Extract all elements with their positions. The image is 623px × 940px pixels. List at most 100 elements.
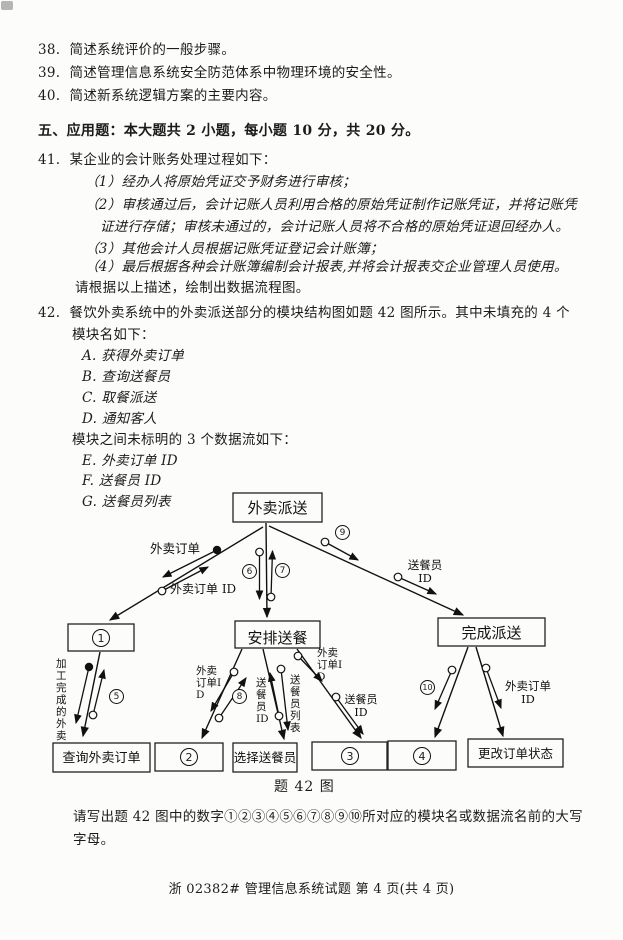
question-41-item2-line2: 证进行存储；审核未通过的，会计记账人员将不合格的原始凭证退回经办人。	[100, 219, 570, 235]
question-41-closing: 请根据以上描述，绘制出数据流程图。	[75, 280, 310, 296]
tail-filled-processed	[84, 662, 94, 672]
call-arrange-to-select	[262, 648, 286, 741]
label-order-id-m3: 外卖订单ID	[317, 647, 343, 684]
label-order-id-m2: 外卖订单ID	[196, 665, 222, 702]
couple-order-id-down-m2	[210, 671, 235, 713]
call-m1-to-query	[80, 651, 101, 738]
label-courier-id-m3: 送餐员 ID	[344, 693, 378, 719]
question-41-item2-line1: （2）审核通过后，会计记账人员利用合格的原始凭证制作记账凭证，并将记账凭	[85, 197, 577, 213]
tail-open-order-id-update	[481, 663, 491, 673]
couple-order-down	[161, 549, 218, 578]
question-41-item3: （3）其他会计人员根据记账凭证登记会计账簿；	[85, 241, 384, 257]
tail-open-courier-id-select	[274, 711, 284, 721]
couple-5-up	[92, 668, 106, 716]
question-41-intro: 41. 某企业的会计账务处理过程如下：	[38, 152, 277, 168]
couple-10-down	[434, 669, 453, 711]
box-root	[232, 492, 323, 523]
question-42-option-e: E. 外卖订单 ID	[82, 453, 178, 469]
flow-8-number: 8	[232, 689, 247, 704]
tail-open-courier-id-m3	[331, 692, 341, 702]
couple-7-up	[268, 549, 277, 598]
box-select-courier-label: 选择送餐员	[234, 750, 297, 765]
figure-caption: 题 42 图	[274, 779, 335, 795]
box-arrange-label: 安排送餐	[247, 629, 307, 647]
call-finish-to-m4	[434, 646, 469, 739]
tail-filled-order	[212, 545, 222, 555]
scan-artifact	[1, 1, 13, 10]
module-4-number: 4	[413, 747, 431, 765]
call-root-to-arrange	[262, 522, 272, 619]
flow-6-number: 6	[242, 564, 257, 579]
question-42-flow-note: 模块之间未标明的 3 个数据流如下：	[72, 432, 298, 448]
label-courier-id-select: 送餐员ID	[256, 677, 269, 726]
tail-open-6	[255, 547, 264, 557]
question-38: 38. 简述系统评价的一般步骤。	[38, 42, 236, 58]
tail-open-order-id	[157, 586, 167, 596]
question-42-option-b: B. 查询送餐员	[82, 369, 171, 385]
box-finish	[437, 617, 546, 647]
couple-order-id-down-m3	[297, 655, 323, 682]
section-five-header: 五、应用题：本大题共 2 小题，每小题 10 分，共 20 分。	[38, 123, 420, 139]
page-footer: 浙 02382# 管理信息系统试题 第 4 页(共 4 页)	[168, 882, 455, 897]
couple-courier-id-up-select	[267, 671, 280, 717]
box-module-2	[154, 742, 224, 772]
question-39: 39. 简述管理信息系统安全防范体系中物理环境的安全性。	[38, 65, 401, 81]
question-42-closing: 请写出题 42 图中的数字①②③④⑤⑥⑦⑧⑨⑩所对应的模块名或数据流名前的大写字…	[73, 809, 583, 848]
tail-open-courier-list	[276, 664, 286, 674]
label-order: 外卖订单	[150, 541, 201, 556]
call-arrange-to-m3	[296, 648, 362, 740]
box-finish-label: 完成派送	[461, 624, 521, 642]
flow-10-number: 10	[420, 680, 435, 695]
couple-courier-id-down-m3	[335, 696, 364, 735]
question-42-intro-line1: 42. 餐饮外卖系统中的外卖派送部分的模块结构图如题 42 图所示。其中未填充的…	[38, 305, 570, 321]
box-module-1	[67, 623, 135, 652]
question-42-option-f: F. 送餐员 ID	[82, 473, 162, 489]
couple-courier-id-down-right	[397, 576, 438, 595]
question-42-option-g: G. 送餐员列表	[82, 494, 171, 510]
box-query-order	[52, 742, 151, 773]
question-42-option-d: D. 通知客人	[82, 411, 158, 427]
question-42-option-a: A. 获得外卖订单	[82, 348, 185, 364]
module-2-number: 2	[180, 748, 198, 766]
label-processed-order: 加工完成的外卖	[56, 658, 67, 743]
label-order-id-update: 外卖订单 ID	[505, 679, 551, 707]
question-41-item4: （4）最后根据各种会计账簿编制会计报表,并将会计报表交企业管理人员使用。	[85, 259, 568, 275]
call-root-to-m1	[108, 526, 264, 621]
box-update-status-label: 更改订单状态	[478, 746, 553, 761]
tail-open-10	[447, 665, 457, 675]
box-module-4	[387, 740, 457, 771]
tail-open-7	[266, 592, 276, 602]
tail-open-5	[88, 710, 98, 720]
module-3-number: 3	[341, 747, 359, 765]
flow-9-number: 9	[335, 525, 350, 540]
tail-open-order-id-m3	[293, 651, 303, 661]
module-1-number: 1	[92, 629, 110, 647]
flow-7-number: 7	[275, 563, 290, 578]
call-root-to-finish	[268, 525, 465, 616]
label-order-id-left: 外卖订单 ID	[170, 582, 237, 596]
flow-5-number: 5	[109, 689, 124, 704]
tail-open-8	[214, 713, 224, 723]
couple-courier-list-down	[280, 668, 291, 732]
label-courier-list: 送餐员列表	[290, 674, 301, 735]
question-41-item1: （1）经办人将原始凭证交予财务进行审核；	[85, 174, 357, 190]
label-courier-id-right: 送餐员 ID	[407, 558, 443, 586]
call-finish-to-update	[475, 646, 505, 738]
couple-9-down	[324, 541, 360, 561]
question-42-option-c: C. 取餐派送	[82, 390, 157, 406]
tail-open-9	[320, 537, 330, 547]
box-query-order-label: 查询外卖订单	[62, 751, 140, 766]
tail-open-courier-id	[393, 572, 403, 582]
box-arrange	[234, 620, 321, 649]
structure-chart: 外卖派送 安排送餐 完成派送 查询外卖订单 选择送餐员 更改订单状态	[52, 492, 564, 773]
couple-processed-order-down	[74, 666, 90, 725]
box-root-label: 外卖派送	[247, 499, 307, 517]
question-42-intro-line2: 模块名如下：	[72, 327, 155, 343]
box-module-3	[311, 741, 388, 771]
tail-open-order-id-m2	[229, 667, 239, 677]
box-update-status	[467, 738, 564, 768]
box-select-courier	[232, 742, 298, 773]
couple-order-id-down-update	[485, 667, 502, 710]
couple-order-id-up	[161, 566, 210, 592]
